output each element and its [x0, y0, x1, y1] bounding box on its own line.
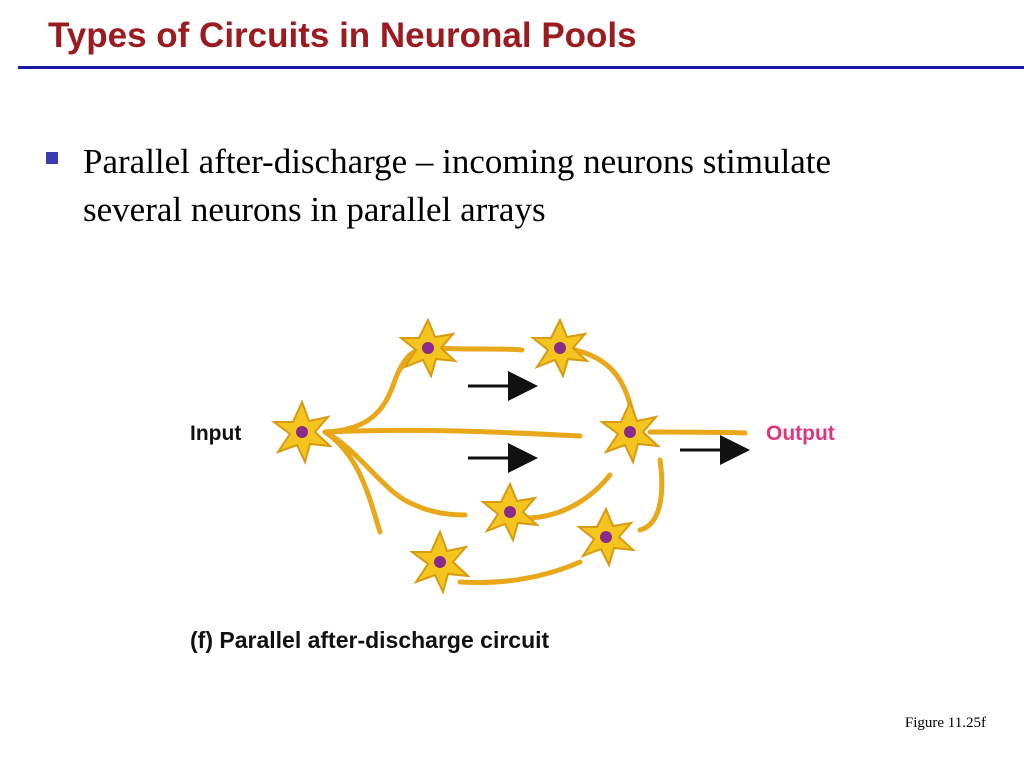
neuron-lower: [480, 481, 540, 543]
output-label: Output: [766, 422, 835, 445]
axon-center-to-output: [647, 429, 748, 436]
input-label: Input: [190, 422, 241, 445]
figure-credit: Figure 11.25f: [904, 715, 986, 731]
axon-input-to-top: [322, 345, 428, 435]
axon-bottom-to-lower2: [457, 559, 583, 585]
square-bullet-icon: [46, 152, 58, 164]
axon-lower2-to-center: [637, 457, 665, 533]
circuit-diagram: Input Output (f) Parallel after-discharg…: [190, 317, 835, 653]
axon-input-to-bottom: [322, 429, 383, 535]
figure-caption: (f) Parallel after-discharge circuit: [190, 627, 550, 653]
neuron-top: [398, 317, 458, 379]
axon-top-to-top2: [432, 345, 525, 353]
bullet-text: Parallel after-discharge – incoming neur…: [83, 142, 832, 229]
neuron-input: [271, 399, 333, 465]
neuron-top-right: [530, 317, 590, 379]
slide-title: Types of Circuits in Neuronal Pools: [48, 16, 637, 55]
title-divider: [18, 66, 1024, 69]
axon-lower-to-center: [522, 472, 613, 521]
axon-input-to-lower: [322, 429, 468, 518]
neuron-bottom: [409, 529, 471, 595]
circuit-figure: Input Output (f) Parallel after-discharg…: [170, 300, 870, 670]
axon-input-to-center: [322, 427, 583, 439]
neuron-center: [599, 399, 661, 465]
neuron-lower-right: [576, 506, 636, 568]
